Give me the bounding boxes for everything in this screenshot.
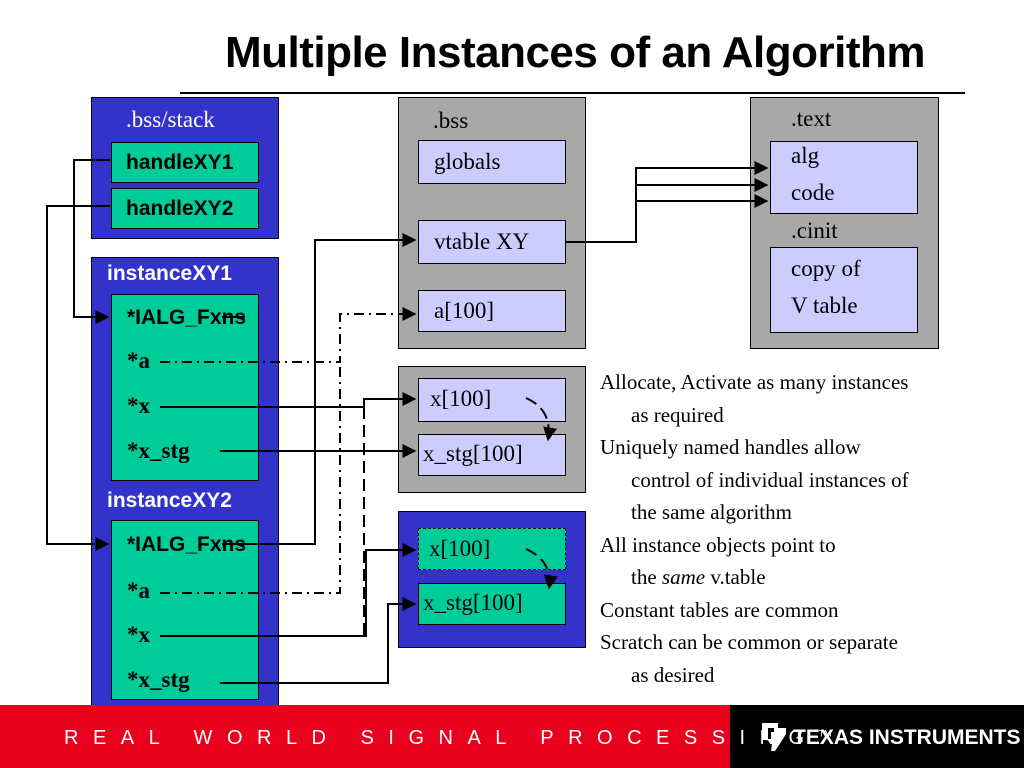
- note-vtable-line2-post: v.table: [705, 565, 766, 589]
- scratch2-xstg-label: x_stg[100]: [423, 590, 523, 615]
- note-constant-line1: Constant tables are common: [600, 597, 839, 622]
- bss-stack-label: .bss/stack: [126, 107, 215, 132]
- note-handles-line3: the same algorithm: [631, 500, 792, 524]
- notes-list: Allocate, Activate as many instances as …: [600, 366, 1020, 691]
- handle-xy2-box: handleXY2: [111, 188, 259, 229]
- scratch1-x-label: x[100]: [430, 386, 492, 411]
- note-vtable-line1: All instance objects point to: [600, 532, 836, 557]
- instance-xy1-field-fxns: *IALG_Fxns: [127, 306, 247, 329]
- footer-brand: TEXAS INSTRUMENTS: [793, 726, 1021, 749]
- wire-x2-to-scratch2: [160, 543, 417, 637]
- instance-xy1-field-xstg: *x_stg: [127, 438, 190, 463]
- scratch2-xstg-box: x_stg[100]: [418, 583, 566, 625]
- scratch1-xstg-label: x_stg[100]: [423, 441, 523, 466]
- wire-a2-to-array: [160, 362, 341, 594]
- instance-xy1-field-x: *x: [127, 393, 150, 418]
- instance-xy2-field-x: *x: [127, 622, 150, 647]
- footer-tagline: REAL WORLD SIGNAL PROCESSINGTM: [64, 727, 832, 750]
- note-handles: Uniquely named handles allow control of …: [600, 431, 1020, 529]
- footer-trademark: TM: [818, 728, 832, 739]
- wire-fxns2-to-vtable: [222, 233, 417, 545]
- handle-xy2-label: handleXY2: [126, 197, 234, 220]
- globals-label: globals: [434, 149, 501, 174]
- wire-x1-to-scratch1: [160, 392, 417, 408]
- note-vtable-line2-pre: the: [631, 565, 662, 589]
- note-vtable-line2-emphasis: same: [661, 565, 706, 589]
- wire-scratch2-x-to-xstg: [525, 548, 558, 590]
- a-array-label: a[100]: [434, 298, 495, 323]
- note-handles-line1: Uniquely named handles allow: [600, 435, 861, 459]
- footer-red-band: [0, 705, 730, 768]
- vtable-copy-box: [770, 247, 918, 333]
- alg-code-line1: alg: [791, 143, 820, 168]
- instance-xy2-box: [111, 520, 259, 700]
- handle-xy1-box: handleXY1: [111, 142, 259, 183]
- page-title: Multiple Instances of an Algorithm: [224, 28, 926, 77]
- wire-scratch1-x-to-xstg: [525, 397, 557, 442]
- instance-xy2-field-fxns: *IALG_Fxns: [127, 533, 247, 556]
- vtable-copy-line2: V table: [791, 293, 858, 318]
- note-allocate: Allocate, Activate as many instances as …: [600, 366, 1020, 431]
- title-rule: [180, 92, 965, 94]
- cinit-label: .cinit: [791, 218, 838, 243]
- instance-xy1-box: [111, 294, 259, 481]
- note-scratch-line2: as desired: [631, 662, 715, 687]
- instance-xy1-label: instanceXY1: [107, 262, 232, 285]
- instance-xy1-field-a: *a: [127, 348, 150, 373]
- note-scratch-line1: Scratch can be common or separate: [600, 630, 898, 654]
- wire-handle1-to-instance1: [73, 159, 110, 324]
- wire-vtable-to-code: [566, 161, 769, 243]
- a-array-box: a[100]: [418, 290, 566, 332]
- handle-xy1-label: handleXY1: [126, 151, 234, 174]
- alg-code-line2: code: [791, 180, 835, 205]
- vtable-label: vtable XY: [434, 229, 530, 254]
- note-constant: Constant tables are common: [600, 594, 1020, 627]
- scratch1-xstg-box: x_stg[100]: [418, 434, 566, 476]
- instance-xy2-field-xstg: *x_stg: [127, 667, 190, 692]
- vtable-box: vtable XY: [418, 220, 566, 264]
- wire-a1-to-array: [160, 307, 417, 363]
- scratch2-x-label: x[100]: [429, 536, 491, 561]
- ti-logo-icon: [762, 723, 786, 751]
- alg-code-box: [770, 141, 918, 214]
- note-allocate-line2: as required: [631, 402, 724, 427]
- text-section-label: .text: [791, 106, 832, 131]
- bss-label: .bss: [433, 108, 469, 133]
- scratch2-x-box: x[100]: [418, 528, 566, 570]
- note-handles-line2: control of individual instances of: [631, 467, 909, 492]
- globals-box: globals: [418, 140, 566, 184]
- wire-handle2-to-instance2: [46, 205, 110, 551]
- note-vtable: All instance objects point to the same v…: [600, 529, 1020, 594]
- scratch1-x-box: x[100]: [418, 378, 566, 422]
- note-allocate-line1: Allocate, Activate as many instances: [600, 370, 909, 394]
- wire-xstg2-to-scratch2: [220, 597, 417, 684]
- instance-xy2-label: instanceXY2: [107, 489, 232, 512]
- instance-xy2-field-a: *a: [127, 578, 150, 603]
- note-scratch: Scratch can be common or separate as des…: [600, 626, 1020, 691]
- vtable-copy-line1: copy of: [791, 256, 861, 281]
- footer-tagline-text: REAL WORLD SIGNAL PROCESSING: [64, 727, 819, 749]
